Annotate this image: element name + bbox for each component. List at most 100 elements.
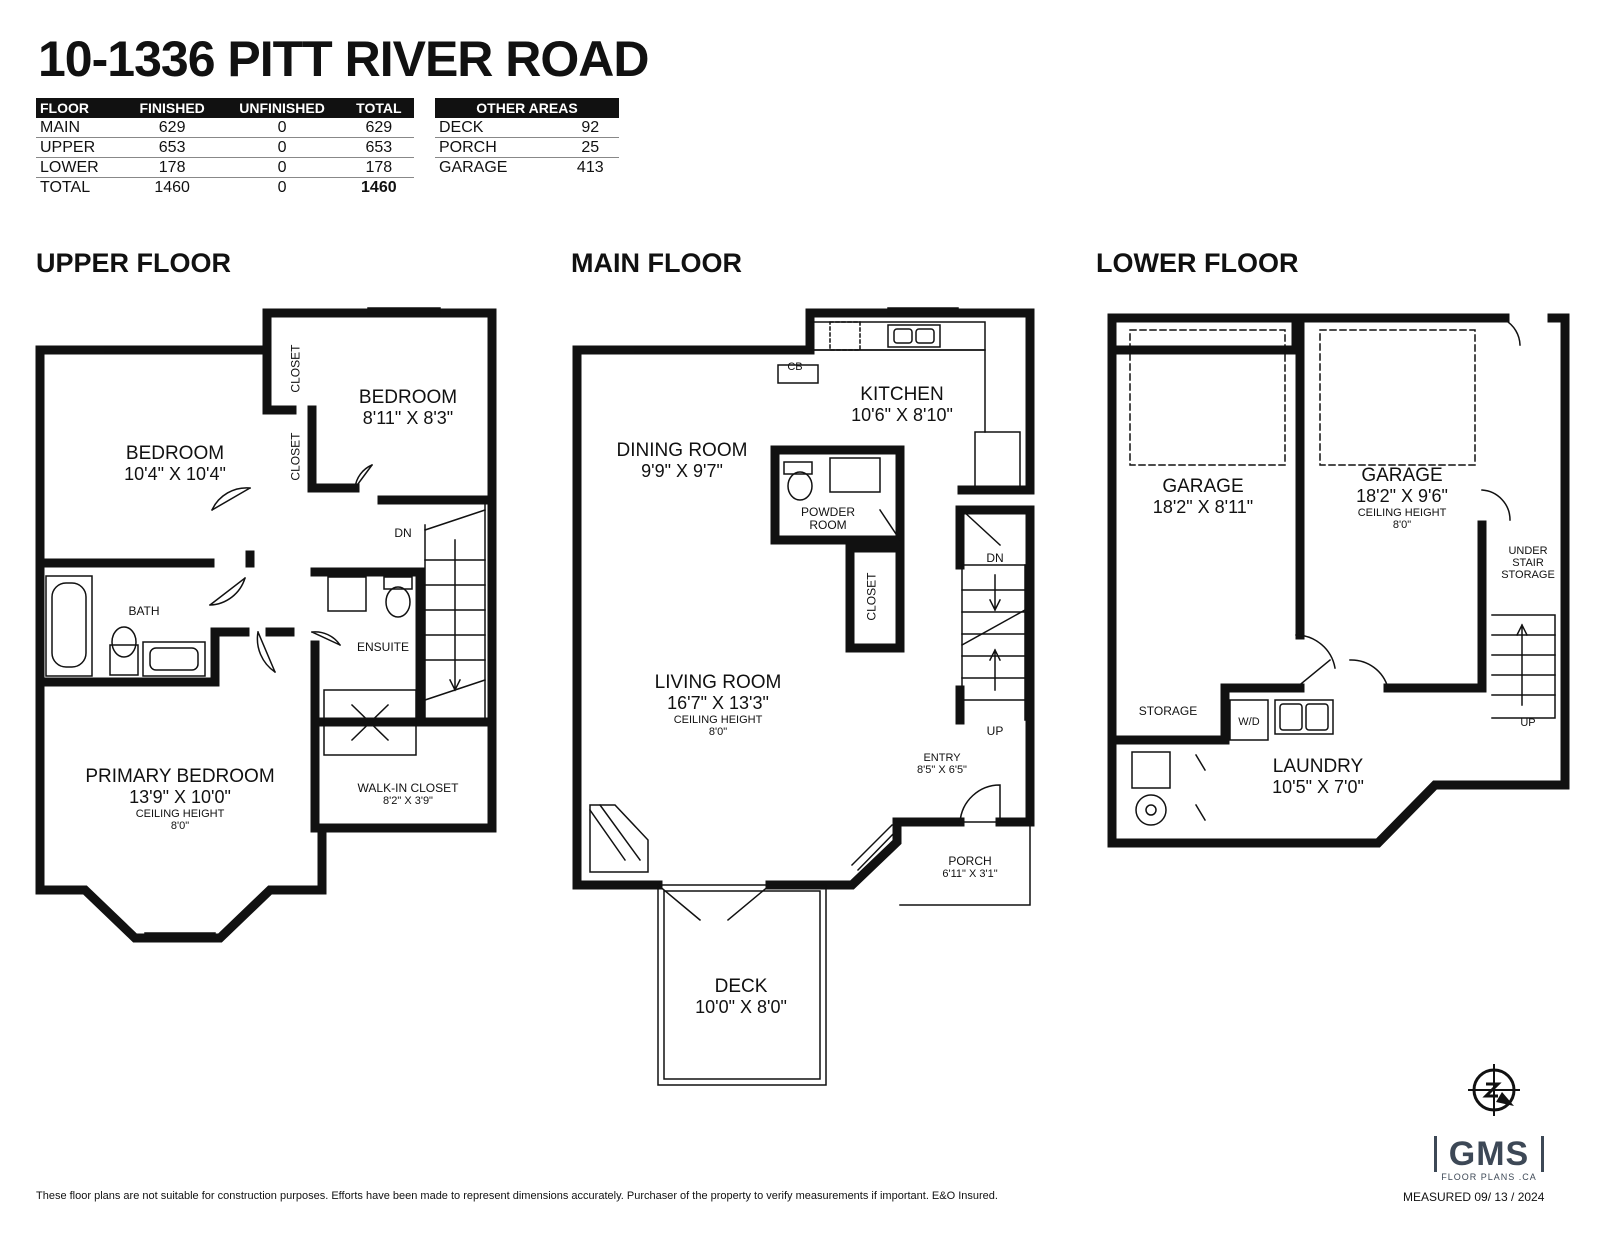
main-stairs-up-label: UP	[986, 724, 1004, 738]
room-name: KITCHEN	[860, 384, 944, 405]
ceiling-height-value: 8'0"	[170, 819, 190, 832]
porch-label: PORCH 6'11" X 3'1"	[942, 854, 998, 881]
room-name: ENTRY	[923, 752, 961, 764]
disclaimer-text: These floor plans are not suitable for c…	[36, 1190, 998, 1202]
area-table-header: FLOOR FINISHED UNFINISHED TOTAL	[36, 98, 414, 118]
header-finished: FINISHED	[123, 98, 221, 118]
upper-closet-label-2: CLOSET	[288, 432, 303, 481]
lower-floor-heading: LOWER FLOOR	[1096, 248, 1299, 278]
cell: LOWER	[36, 157, 124, 178]
ceiling-height-label: CEILING HEIGHT	[135, 807, 225, 820]
cell: 0	[220, 118, 344, 138]
lower-floor-fixtures	[1129, 318, 1556, 826]
ceiling-height-value: 8'0"	[1392, 518, 1412, 531]
room-dimensions: 8'2" X 3'9"	[383, 795, 433, 808]
room-dimensions: 18'2" X 8'11"	[1152, 496, 1254, 517]
cell: 0	[277, 179, 287, 196]
room-name: LAUNDRY	[1272, 756, 1364, 777]
under-stair-storage-label: UNDER STAIR STORAGE	[1501, 545, 1555, 581]
room-name-line2: STAIR	[1512, 557, 1544, 570]
header-floor: FLOOR	[36, 98, 124, 118]
cell: MAIN	[36, 118, 124, 138]
logo-subtext: FLOOR PLANS .CA	[1441, 1172, 1537, 1182]
table-row: MAIN 629 0 629	[36, 118, 414, 138]
room-dimensions: 10'4" X 10'4"	[124, 463, 226, 484]
header-total: TOTAL	[343, 98, 414, 118]
dining-room-label: DINING ROOM 9'9" X 9'7"	[616, 440, 748, 482]
room-name: GARAGE	[1361, 465, 1443, 486]
garage-left-label: GARAGE 18'2" X 8'11"	[1152, 476, 1254, 518]
cell-grand-total: 1460	[361, 179, 397, 196]
main-closet-label: CLOSET	[864, 572, 879, 621]
room-name: GARAGE	[1162, 476, 1244, 497]
cell: 629	[123, 118, 221, 138]
table-row: PORCH 25	[435, 137, 619, 158]
room-name: WALK-IN CLOSET	[357, 781, 459, 795]
room-dimensions: 8'5" X 6'5"	[917, 764, 967, 777]
primary-bedroom-label: PRIMARY BEDROOM 13'9" X 10'0" CEILING HE…	[85, 766, 275, 832]
cupboard-label: CB	[787, 361, 803, 373]
ceiling-height-label: CEILING HEIGHT	[673, 713, 763, 726]
room-dimensions: 10'5" X 7'0"	[1272, 776, 1364, 797]
living-room-label: LIVING ROOM 16'7" X 13'3" CEILING HEIGHT…	[654, 672, 782, 738]
kitchen-label: KITCHEN 10'6" X 8'10"	[851, 384, 953, 426]
storage-label: STORAGE	[1138, 704, 1198, 718]
room-name: PORCH	[948, 854, 992, 868]
upper-floor-walls	[35, 308, 497, 943]
cell: 629	[343, 118, 414, 138]
room-dimensions: 10'6" X 8'10"	[851, 404, 953, 425]
room-name: UNDER	[1508, 545, 1548, 557]
cell: 653	[343, 137, 414, 158]
room-name: BEDROOM	[358, 387, 458, 408]
room-name: BEDROOM	[125, 443, 225, 464]
upper-closet-label-1: CLOSET	[288, 344, 303, 393]
table-row: LOWER 178 0 178	[36, 157, 414, 178]
measured-date: MEASURED 09/ 13 / 2024	[1403, 1190, 1545, 1204]
entry-label: ENTRY 8'5" X 6'5"	[917, 752, 967, 776]
bath-label: BATH	[128, 604, 160, 618]
laundry-label: LAUNDRY 10'5" X 7'0"	[1272, 756, 1364, 798]
cell: 92	[561, 118, 619, 138]
powder-room-label: POWDER ROOM	[801, 505, 855, 533]
room-name: PRIMARY BEDROOM	[85, 766, 275, 787]
cell: 1460	[154, 179, 190, 196]
gms-logo: GMS FLOOR PLANS .CA	[1434, 1136, 1544, 1182]
room-dimensions: 16'7" X 13'3"	[667, 692, 769, 713]
main-stairs-down-label: DN	[986, 551, 1004, 565]
table-row-total: TOTAL 1460 0 1460	[36, 178, 414, 198]
ensuite-label: ENSUITE	[356, 640, 410, 654]
cell: 178	[123, 157, 221, 178]
cell: 0	[220, 137, 344, 158]
logo-text: GMS	[1434, 1136, 1544, 1172]
room-name: POWDER	[801, 505, 855, 519]
lower-floor-walls	[1107, 313, 1570, 848]
cell: GARAGE	[439, 159, 508, 176]
room-name-line2: ROOM	[809, 518, 847, 533]
room-dimensions: 6'11" X 3'1"	[942, 868, 998, 881]
upper-stairs-down-label: DN	[394, 526, 412, 540]
upper-floor-fixtures	[45, 307, 486, 939]
walk-in-closet-label: WALK-IN CLOSET 8'2" X 3'9"	[357, 781, 459, 808]
cell: DECK	[435, 118, 562, 138]
other-areas-header: OTHER AREAS	[435, 98, 619, 118]
cell: 25	[561, 137, 619, 158]
table-row: DECK 92	[435, 118, 619, 138]
cell: TOTAL	[40, 179, 91, 196]
room-name-line3: STORAGE	[1501, 569, 1555, 582]
lower-stairs-up-label: UP	[1520, 717, 1536, 729]
other-areas-table: OTHER AREAS DECK 92 PORCH 25 GARAGE 413	[435, 98, 619, 177]
ceiling-height-label: CEILING HEIGHT	[1357, 506, 1447, 519]
upper-floor-heading: UPPER FLOOR	[36, 248, 232, 278]
room-dimensions: 10'0" X 8'0"	[695, 996, 787, 1017]
garage-right-label: GARAGE 18'2" X 9'6" CEILING HEIGHT 8'0"	[1356, 465, 1448, 531]
table-row: UPPER 653 0 653	[36, 137, 414, 158]
cell: 0	[220, 157, 344, 178]
cell: 178	[343, 157, 414, 178]
upper-bedroom-left-label: BEDROOM 10'4" X 10'4"	[124, 443, 226, 485]
room-name: DINING ROOM	[616, 440, 748, 461]
area-summary-table: FLOOR FINISHED UNFINISHED TOTAL MAIN 629…	[36, 98, 414, 197]
property-address-title: 10-1336 PITT RIVER ROAD	[38, 31, 650, 87]
main-floor-heading: MAIN FLOOR	[571, 248, 742, 278]
room-name: LIVING ROOM	[654, 672, 782, 693]
